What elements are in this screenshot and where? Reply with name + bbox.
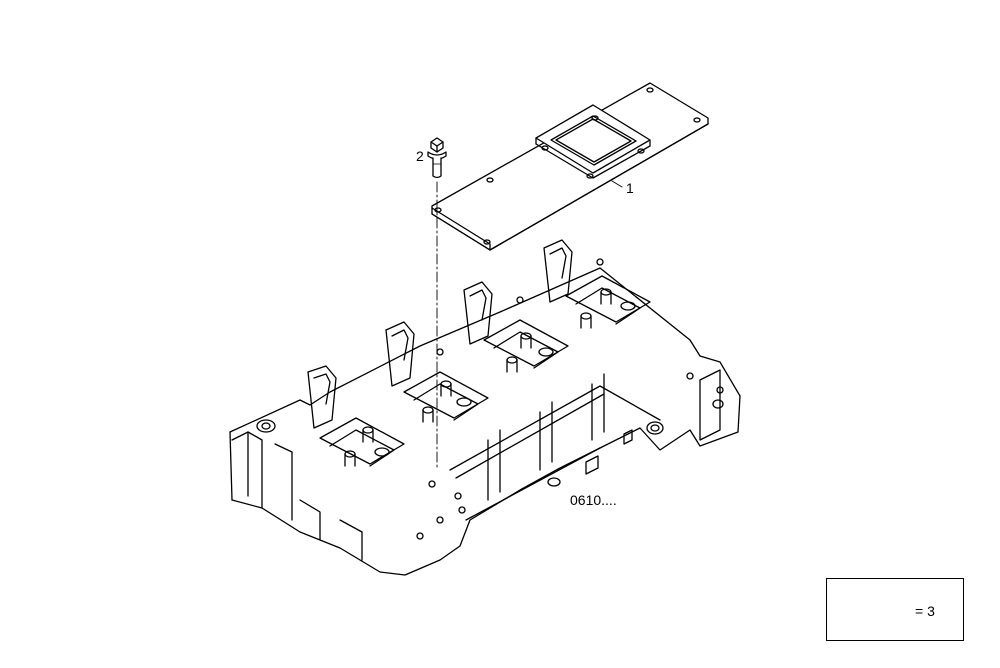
- callout-part-1: 1: [626, 180, 634, 196]
- legend-box: = 3: [826, 578, 964, 641]
- legend-text: = 3: [915, 603, 935, 619]
- reference-label: 0610....: [570, 492, 617, 508]
- cylinder-head: [229, 239, 741, 576]
- bolt-part-2: [427, 137, 447, 469]
- callout-part-2: 2: [416, 148, 424, 164]
- cover-plate-part-1: [431, 82, 709, 251]
